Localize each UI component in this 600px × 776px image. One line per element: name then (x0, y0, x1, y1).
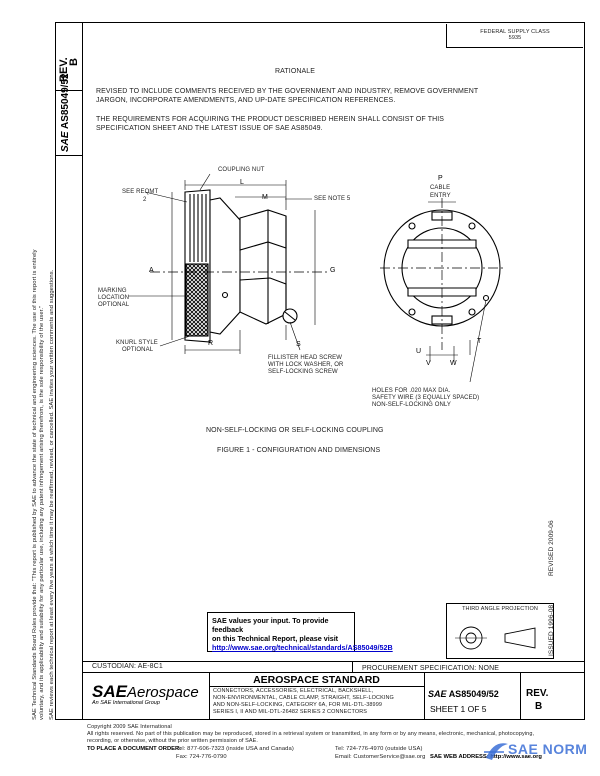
rationale-title: RATIONALE (275, 68, 316, 75)
feedback-link[interactable]: http://www.sae.org/technical/standards/A… (212, 643, 393, 652)
label-cable-1: CABLE (430, 185, 451, 191)
docnum-box-divider (55, 155, 83, 156)
watermark-mark-icon (484, 743, 508, 760)
desc-3: AND NON-SELF-LOCKING, CATEGORY 6A, FOR M… (213, 702, 383, 708)
desc-4: SERIES I, II AND MIL-DTL-26482 SERIES 2 … (213, 709, 368, 715)
custodian-bottom-rule (83, 672, 585, 673)
dim-V: V (426, 360, 431, 367)
label-cable-2: ENTRY (430, 193, 451, 199)
legal-line-3: SAE reviews each technical report at lea… (49, 269, 55, 720)
email: Email: CustomerService@sae.org (335, 754, 426, 760)
label-knurl-1: KNURL STYLE (116, 340, 158, 346)
side-view (128, 173, 330, 354)
procurement: PROCUREMENT SPECIFICATION: NONE (362, 665, 500, 672)
label-see-reqmt-num: 2 (143, 197, 147, 203)
label-holes-1: HOLES FOR .020 MAX DIA. (372, 388, 451, 394)
dim-M: M (262, 194, 268, 201)
fsc-line-2: 5935 (508, 35, 522, 41)
bottom-rev-label: REV. (526, 688, 549, 699)
custodian: CUSTODIAN: AE-8C1 (92, 663, 163, 670)
label-fillister-3: SELF-LOCKING SCREW (268, 369, 338, 375)
rationale-p2-l1: THE REQUIREMENTS FOR ACQUIRING THE PRODU… (96, 116, 445, 123)
bottom-sae-small-logo: SAE (428, 689, 447, 699)
label-marking-1: MARKING (98, 288, 127, 294)
desc-1: CONNECTORS, ACCESSORIES, ELECTRICAL, BAC… (213, 688, 374, 694)
end-view (380, 198, 504, 383)
rev-box-divider (55, 90, 83, 91)
label-marking-3: OPTIONAL (98, 302, 130, 308)
dim-P: P (438, 175, 443, 182)
doc-number: AS85049/52 (60, 73, 71, 130)
label-holes-2: SAFETY WIRE (3 EQUALLY SPACED) (372, 395, 480, 401)
dim-S: S (296, 341, 301, 348)
sae-small-logo: SAE (60, 131, 71, 152)
label-see-note: SEE NOTE 5 (314, 196, 351, 202)
bottom-doc-number: SAE AS85049/52 (428, 689, 499, 699)
projection-label: THIRD ANGLE PROJECTION (462, 606, 538, 612)
rationale-p1-l2: JARGON, INCORPORATE AMENDMENTS, AND UP-D… (96, 97, 396, 104)
revised-date: REVISED 2009-06 (548, 520, 555, 576)
fax: Fax: 724-776-0790 (176, 754, 227, 760)
doc-number-rotated: SAE AS85049/52 (60, 73, 71, 152)
dim-G: G (330, 267, 336, 274)
dim-W: W (450, 360, 457, 367)
standard-title: AEROSPACE STANDARD (253, 674, 380, 686)
title-divider (424, 672, 425, 720)
dim-T: T (477, 338, 482, 345)
feedback-line-2: on this Technical Report, please visit (212, 634, 339, 643)
order-label: TO PLACE A DOCUMENT ORDER: (87, 746, 182, 752)
label-fillister-1: FILLISTER HEAD SCREW (268, 355, 343, 361)
custodian-top-rule (83, 661, 585, 662)
legal-line-1: SAE Technical Standards Board Rules prov… (32, 249, 38, 720)
sae-norm-watermark: SAE NORM (482, 738, 598, 764)
fsc-line-1: FEDERAL SUPPLY CLASS (480, 29, 550, 35)
figure-caption-2: FIGURE 1 - CONFIGURATION AND DIMENSIONS (217, 447, 381, 454)
projection-box: THIRD ANGLE PROJECTION (446, 603, 554, 659)
rationale-p2-l2: SPECIFICATION SHEET AND THE LATEST ISSUE… (96, 125, 323, 132)
label-fillister-2: WITH LOCK WASHER, OR (268, 362, 344, 368)
sae-aerospace-logo: SAEAerospace An SAE International Group (92, 682, 199, 706)
tel-2: Tel: 724-776-4970 (outside USA) (335, 746, 423, 752)
dim-R: R (208, 340, 214, 347)
sheet-frame (55, 22, 585, 720)
desc-2: NON-ENVIRONMENTAL, CABLE CLAMP, STRAIGHT… (213, 695, 394, 701)
title-rule (209, 686, 424, 687)
dim-U: U (416, 348, 422, 355)
label-holes-3: NON-SELF-LOCKING ONLY (372, 402, 452, 408)
sheet-number: SHEET 1 OF 5 (430, 704, 487, 714)
dim-L: L (240, 179, 244, 186)
procurement-divider (352, 661, 353, 673)
sheet-divider (520, 672, 521, 720)
web-address[interactable]: SAE WEB ADDRESS: http://www.sae.org (430, 754, 542, 760)
rationale-p1-l1: REVISED TO INCLUDE COMMENTS RECEIVED BY … (96, 88, 479, 95)
dim-A: A (149, 267, 154, 274)
legal-line-2: voluntary, and its applicability and sui… (39, 305, 45, 720)
configuration-drawing (128, 173, 504, 383)
copyright: Copyright 2009 SAE International (87, 724, 172, 730)
logo-divider (209, 672, 210, 720)
left-strip-divider (82, 22, 83, 720)
rights-2: recording, or otherwise, without the pri… (87, 738, 259, 744)
label-see-reqmt: SEE REQMT (122, 189, 159, 195)
fsc-box: FEDERAL SUPPLY CLASS 5935 (446, 24, 583, 48)
rev-value-rotated: B (68, 58, 80, 66)
label-knurl-2: OPTIONAL (122, 347, 154, 353)
projection-symbol (455, 626, 536, 650)
logo-tagline: An SAE International Group (92, 700, 160, 706)
label-marking-2: LOCATION (98, 295, 130, 301)
feedback-box: SAE values your input. To provide feedba… (207, 612, 393, 652)
figure-caption-1: NON-SELF-LOCKING OR SELF-LOCKING COUPLIN… (206, 427, 384, 434)
label-coupling-nut: COUPLING NUT (218, 167, 265, 173)
rights-1: All rights reserved. No part of this pub… (87, 731, 535, 737)
bottom-rev-value: B (535, 701, 543, 712)
feedback-line-1: SAE values your input. To provide feedba… (212, 616, 329, 634)
tel-1: Tel: 877-606-7323 (inside USA and Canada… (176, 746, 294, 752)
